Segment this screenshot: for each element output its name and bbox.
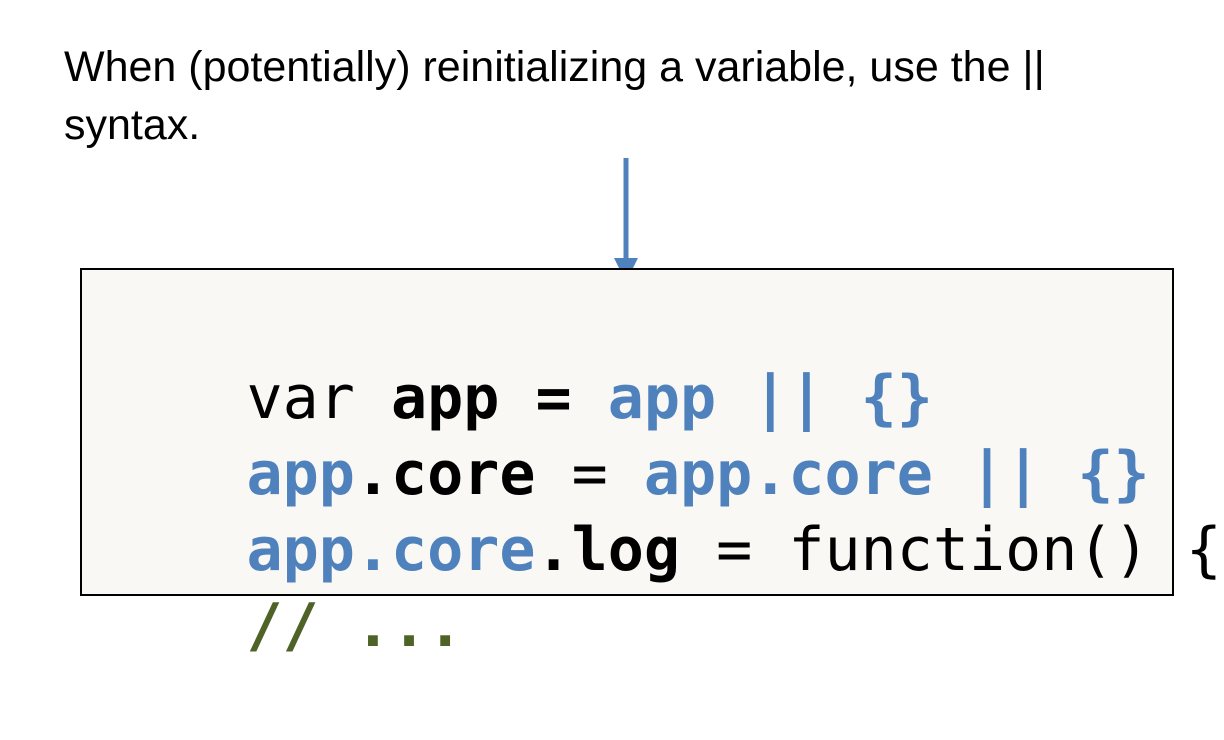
code-token: .log bbox=[535, 515, 680, 585]
code-comment: // ... bbox=[246, 591, 464, 661]
code-block: var app = app || {} app.core = app.core … bbox=[80, 268, 1224, 661]
code-token: = function() {} bbox=[679, 515, 1224, 585]
code-line-3: app.core.log = function() {} bbox=[102, 436, 1224, 585]
code-token: app || {} bbox=[607, 363, 933, 433]
down-arrow-icon bbox=[614, 158, 638, 282]
code-token: app bbox=[391, 363, 500, 433]
code-token: = bbox=[499, 363, 608, 433]
caption-text: When (potentially) reinitializing a vari… bbox=[64, 43, 1045, 149]
code-token: app.core || {} bbox=[643, 439, 1150, 509]
code-token: .core bbox=[354, 439, 536, 509]
code-token: = bbox=[535, 439, 644, 509]
code-line-1: var app = app || {} bbox=[102, 284, 1172, 433]
code-token: app.core bbox=[246, 515, 536, 585]
code-token: app bbox=[246, 439, 355, 509]
code-token: var bbox=[246, 363, 391, 433]
code-line-2: app.core = app.core || {} bbox=[102, 360, 1172, 509]
